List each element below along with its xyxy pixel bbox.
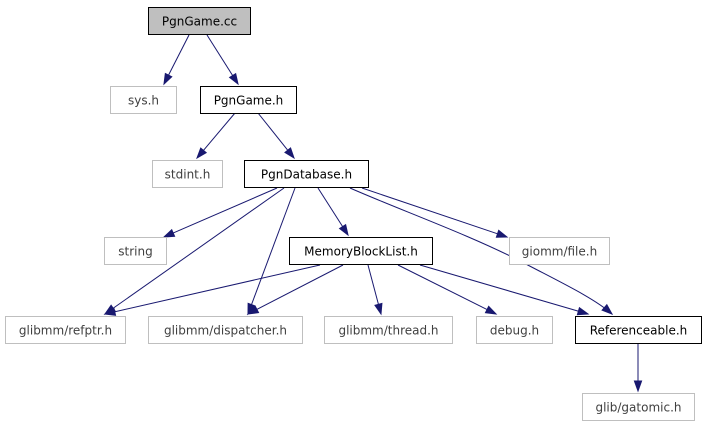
node-sys-h: sys.h: [110, 86, 177, 114]
node-glibmm-dispatcher-h: glibmm/dispatcher.h: [148, 316, 303, 344]
node-string: string: [104, 237, 167, 265]
node-label: sys.h: [128, 94, 159, 108]
node-label: PgnDatabase.h: [261, 168, 352, 182]
node-label: string: [118, 245, 152, 259]
node-label: debug.h: [490, 324, 539, 338]
node-glibmm-refptr-h: glibmm/refptr.h: [5, 316, 126, 344]
edge-memoryblocklist_h-to-glibmm_dispatcher_h: [246, 264, 344, 315]
edge-memoryblocklist_h-to-glibmm_thread_h: [367, 264, 383, 316]
node-label: glibmm/thread.h: [338, 324, 438, 338]
node-label: MemoryBlockList.h: [304, 245, 418, 259]
node-referenceable-h[interactable]: Referenceable.h: [575, 316, 702, 344]
edge-memoryblocklist_h-to-referenceable_h: [419, 264, 590, 316]
node-label: glibmm/dispatcher.h: [164, 324, 287, 338]
node-giomm-file-h: giomm/file.h: [509, 237, 610, 265]
node-label: PgnGame.h: [214, 94, 284, 108]
edge-pgndatabase_h-to-string: [162, 187, 278, 238]
node-pgndatabase-h[interactable]: PgnDatabase.h: [244, 160, 369, 188]
edge-pgndatabase_h-to-glibmm_dispatcher_h: [247, 187, 296, 316]
node-pgngame-h[interactable]: PgnGame.h: [200, 86, 297, 114]
node-pgngame-cc[interactable]: PgnGame.cc: [148, 7, 251, 35]
node-label: glibmm/refptr.h: [19, 324, 112, 338]
edge-memoryblocklist_h-to-debug_h: [397, 264, 498, 315]
edge-pgngame_cc-to-sys_h: [163, 34, 190, 86]
node-glib-gatomic-h: glib/gatomic.h: [582, 393, 695, 421]
nodes-layer: PgnGame.cc sys.h PgnGame.h stdint.h PgnDatab…: [5, 7, 702, 421]
node-glibmm-thread-h: glibmm/thread.h: [324, 316, 453, 344]
edge-memoryblocklist_h-to-glibmm_refptr_h: [103, 264, 321, 316]
edge-referenceable_h-to-glib_gatomic_h: [633, 344, 643, 393]
node-label: PgnGame.cc: [162, 15, 237, 29]
node-label: glib/gatomic.h: [595, 401, 681, 415]
edge-pgndatabase_h-to-giomm_file_h: [361, 187, 509, 238]
node-label: stdint.h: [165, 168, 211, 182]
edge-pgngame_h-to-pgndatabase_h: [257, 112, 295, 160]
node-stdint-h: stdint.h: [152, 160, 223, 188]
node-label: Referenceable.h: [590, 324, 688, 338]
node-memoryblocklist-h[interactable]: MemoryBlockList.h: [289, 237, 433, 265]
edge-pgngame_h-to-stdint_h: [196, 112, 236, 160]
node-debug-h: debug.h: [476, 316, 553, 344]
edge-pgngame_cc-to-pgngame_h: [206, 34, 239, 86]
node-label: giomm/file.h: [522, 245, 597, 259]
edge-pgndatabase_h-to-memoryblocklist_h: [317, 187, 349, 237]
edges-layer: [103, 34, 643, 393]
